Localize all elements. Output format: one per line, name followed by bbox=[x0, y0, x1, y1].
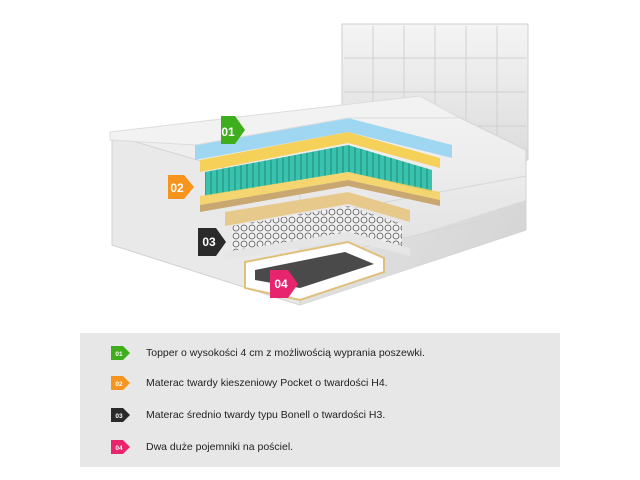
svg-text:03: 03 bbox=[202, 235, 216, 249]
callout-04: 04 bbox=[270, 270, 298, 298]
svg-text:04: 04 bbox=[115, 445, 123, 452]
legend-description: Dwa duże pojemniki na pościel. bbox=[146, 441, 294, 453]
pocket-mattress-layer bbox=[200, 132, 440, 212]
callout-01: 01 bbox=[221, 116, 245, 144]
legend-item-01: 01 Topper o wysokości 4 cm z możliwością… bbox=[110, 341, 550, 365]
callout-02: 02 bbox=[168, 175, 194, 199]
legend-panel: 01 Topper o wysokości 4 cm z możliwością… bbox=[80, 333, 560, 467]
chevron-badge-icon: 01 bbox=[111, 346, 130, 360]
boxspring-bed-cutaway-illustration: 01 02 03 04 bbox=[109, 23, 529, 306]
svg-text:03: 03 bbox=[115, 413, 123, 420]
legend-description: Materac twardy kieszeniowy Pocket o twar… bbox=[146, 377, 388, 389]
svg-text:04: 04 bbox=[274, 277, 288, 291]
bonell-mattress-layer bbox=[225, 192, 410, 260]
svg-text:01: 01 bbox=[221, 125, 235, 139]
svg-text:02: 02 bbox=[170, 181, 184, 195]
legend-description: Topper o wysokości 4 cm z możliwością wy… bbox=[146, 347, 425, 359]
chevron-badge-icon: 02 bbox=[111, 376, 130, 390]
legend-description: Materac średnio twardy typu Bonell o twa… bbox=[146, 409, 386, 421]
chevron-badge-icon: 03 bbox=[111, 408, 130, 422]
svg-text:02: 02 bbox=[115, 381, 123, 388]
legend-item-03: 03 Materac średnio twardy typu Bonell o … bbox=[110, 403, 550, 427]
legend-item-02: 02 Materac twardy kieszeniowy Pocket o t… bbox=[110, 371, 550, 395]
topper-layer bbox=[109, 95, 461, 160]
svg-text:01: 01 bbox=[115, 351, 123, 358]
callout-03: 03 bbox=[198, 228, 226, 256]
chevron-badge-icon: 04 bbox=[111, 440, 130, 454]
legend-item-04: 04 Dwa duże pojemniki na pościel. bbox=[110, 435, 550, 459]
